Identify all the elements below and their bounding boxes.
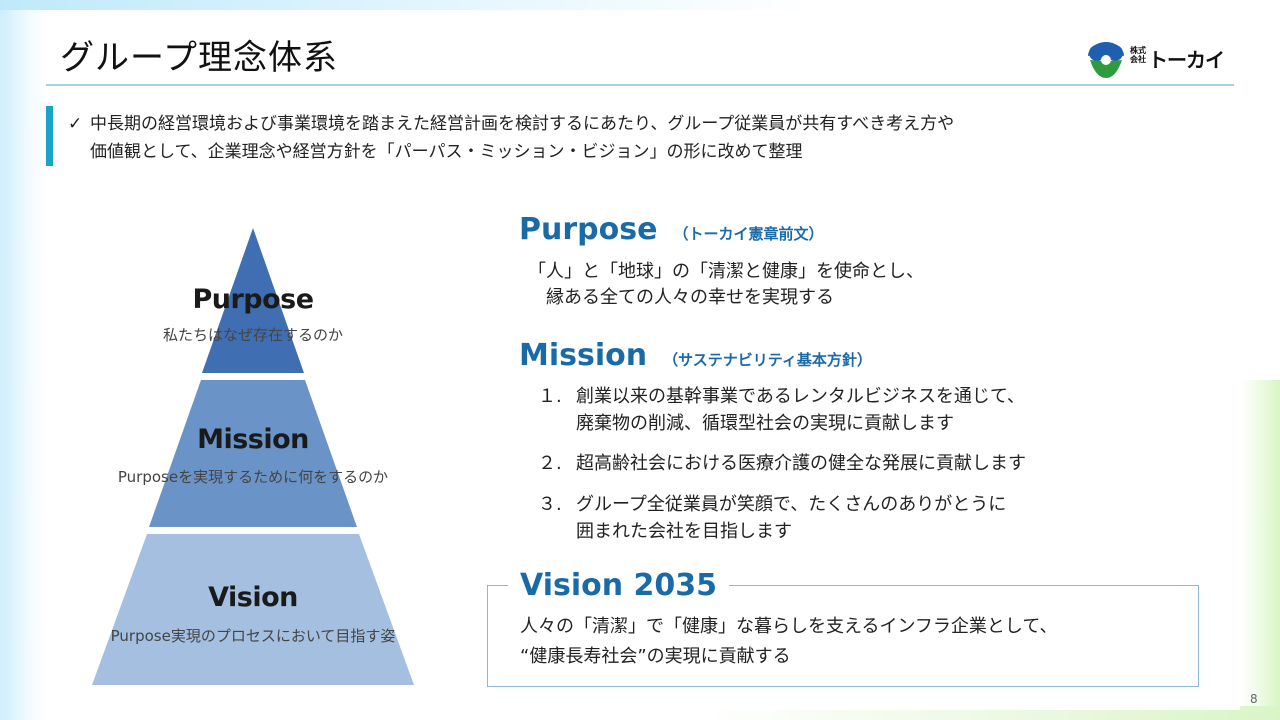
vision-line-1: 人々の「清潔」で「健康」な暮らしを支えるインフラ企業として、 (520, 616, 1058, 637)
philosophy-pyramid (92, 228, 414, 685)
pyramid-desc-vision: Purpose実現のプロセスにおいて目指す姿 (110, 627, 396, 645)
pyramid-label-purpose: Purpose (192, 284, 314, 315)
pyramid-desc-mission: Purposeを実現するために何をするのか (117, 468, 389, 486)
mission-heading: Mission （サステナビリティ基本方針） (519, 338, 872, 373)
purpose-subtitle: （トーカイ憲章前文） (673, 225, 824, 243)
mission-title: Mission (519, 338, 648, 373)
logo-mark-icon (1088, 42, 1124, 78)
mission-item-number: ３. (538, 494, 562, 515)
purpose-line-1: 「人」と「地球」の「清潔と健康」を使命とし、 (528, 261, 924, 282)
background-right-gradient (1240, 380, 1280, 720)
pyramid-tier-mission (149, 380, 357, 527)
pyramid-desc-purpose: 私たちはなぜ存在するのか (162, 326, 343, 344)
intro-line-1: 中長期の経営環境および事業環境を踏まえた経営計画を検討するにあたり、グループ従業… (90, 114, 955, 134)
purpose-title: Purpose (519, 212, 658, 247)
purpose-line-2: 縁ある全ての人々の幸せを実現する (546, 287, 834, 308)
vision-statement: 人々の「清潔」で「健康」な暮らしを支えるインフラ企業として、 “健康長寿社会”の… (520, 612, 1057, 672)
page-number: 8 (1250, 692, 1258, 706)
pyramid-tier-vision (92, 534, 414, 685)
mission-item-line-2: 囲まれた会社を目指します (576, 521, 792, 542)
intro-line-2: 価値観として、企業理念や経営方針を「パーパス・ミッション・ビジョン」の形に改めて… (90, 142, 803, 162)
page-title: グループ理念体系 (60, 38, 338, 78)
pyramid-label-mission: Mission (197, 424, 309, 455)
pyramid-label-vision: Vision (208, 582, 298, 613)
mission-item-line-2: 廃棄物の削減、循環型社会の実現に貢献します (576, 413, 954, 434)
mission-item-number: ２. (538, 453, 562, 474)
pyramid-tier-purpose (202, 228, 304, 373)
background-top-gradient (0, 0, 820, 10)
background-left-gradient (0, 0, 46, 720)
logo-corporate-type: 株式会社 (1130, 46, 1146, 64)
mission-item-line-1: 超高齢社会における医療介護の健全な発展に貢献します (576, 453, 1026, 474)
mission-item-line-1: 創業以来の基幹事業であるレンタルビジネスを通じて、 (576, 386, 1025, 407)
vision-box (487, 585, 1199, 687)
vision-line-2: “健康長寿社会”の実現に貢献する (520, 646, 791, 667)
mission-item-number: １. (538, 386, 562, 407)
company-logo: 株式会社 トーカイ (1086, 40, 1226, 80)
mission-subtitle: （サステナビリティ基本方針） (663, 351, 872, 369)
mission-item-line-1: グループ全従業員が笑顔で、たくさんのありがとうに (576, 494, 1007, 515)
intro-accent-bar (46, 106, 53, 166)
check-icon: ✓ (68, 114, 83, 134)
logo-company-name: トーカイ (1148, 48, 1225, 72)
vision-title: Vision 2035 (508, 568, 730, 603)
purpose-heading: Purpose （トーカイ憲章前文） (519, 212, 823, 247)
title-divider (46, 84, 1234, 86)
